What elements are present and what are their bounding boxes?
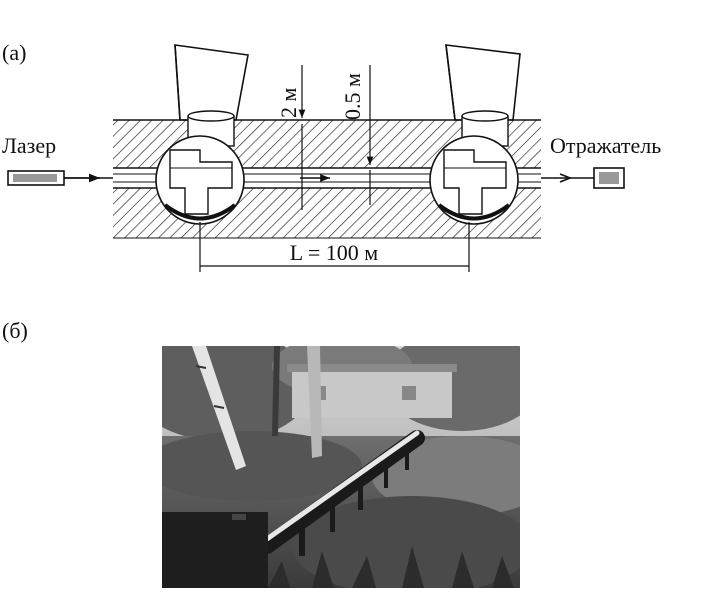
site-photo-illustration bbox=[162, 346, 520, 588]
site-photograph bbox=[162, 346, 520, 588]
length-dimension bbox=[199, 222, 470, 272]
right-chamber bbox=[429, 44, 521, 225]
panel-a-label: (а) bbox=[2, 40, 27, 65]
reflector-device bbox=[541, 167, 625, 189]
laser-label: Лазер bbox=[2, 133, 56, 158]
laser-device bbox=[7, 170, 65, 186]
reflector-label: Отражатель bbox=[550, 133, 661, 158]
depth-label-0.5m: 0.5 м bbox=[340, 73, 365, 120]
tunnel-diagram: 2 м 0.5 м L = 100 м Лазер Отражатель bbox=[2, 44, 661, 272]
depth-label-2m: 2 м bbox=[276, 88, 301, 119]
length-label: L = 100 м bbox=[290, 240, 379, 265]
panel-b-label: (б) bbox=[2, 318, 28, 343]
left-chamber bbox=[155, 44, 249, 225]
